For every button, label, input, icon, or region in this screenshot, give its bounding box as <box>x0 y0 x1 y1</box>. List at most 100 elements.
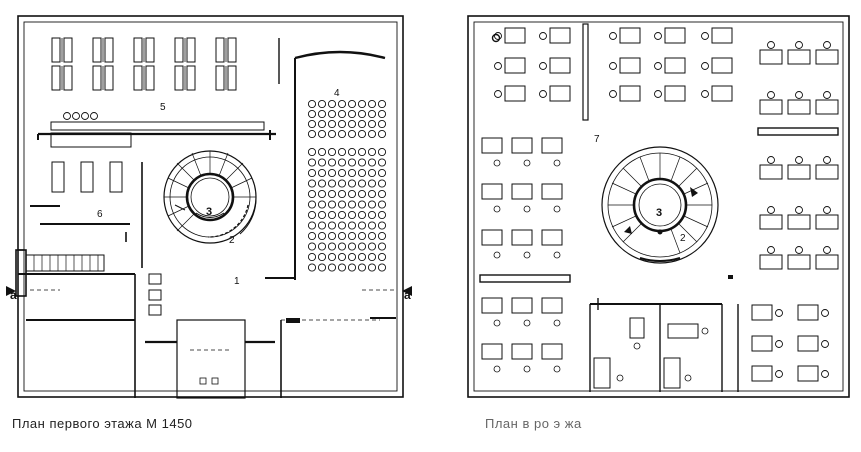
auditorium-seat <box>367 200 377 209</box>
auditorium-seat <box>307 231 317 241</box>
auditorium-seat <box>357 147 367 157</box>
auditorium-seat <box>357 109 367 119</box>
auditorium-seat <box>317 99 327 109</box>
auditorium-seat <box>377 119 387 129</box>
auditorium-seat <box>307 109 317 119</box>
auditorium-seat <box>367 179 377 188</box>
auditorium-seat <box>347 168 357 178</box>
auditorium-seat <box>317 242 327 251</box>
auditorium-seat <box>317 179 327 188</box>
auditorium-seat <box>377 221 387 230</box>
auditorium-seat <box>377 168 387 178</box>
auditorium-seat <box>307 210 317 220</box>
auditorium-seat <box>357 158 367 167</box>
auditorium-seat <box>317 189 327 199</box>
auditorium-seat <box>367 242 377 251</box>
auditorium-seat <box>367 231 377 241</box>
auditorium-seat <box>337 109 347 119</box>
auditorium-seat <box>377 210 387 220</box>
auditorium-seat <box>337 263 347 272</box>
auditorium-seat <box>357 221 367 230</box>
auditorium-seat <box>327 158 337 167</box>
auditorium-seat <box>337 168 347 178</box>
auditorium-seat <box>327 221 337 230</box>
auditorium-seat <box>327 179 337 188</box>
auditorium-seat <box>327 189 337 199</box>
label-workspace: 7 <box>594 134 600 145</box>
auditorium-seat <box>307 147 317 157</box>
auditorium-seat <box>377 99 387 109</box>
auditorium-seat <box>337 210 347 220</box>
auditorium-seat <box>327 263 337 272</box>
auditorium-seat <box>317 119 327 129</box>
auditorium-seat <box>367 221 377 230</box>
auditorium-seat <box>357 179 367 188</box>
auditorium-seat <box>357 252 367 262</box>
auditorium-seat <box>317 129 327 139</box>
auditorium-seat <box>367 158 377 167</box>
label-hall: 1 <box>234 276 240 287</box>
first-floor-spiral-stair <box>163 150 257 244</box>
second-floor-outer-wall <box>467 15 850 398</box>
auditorium-seat <box>307 189 317 199</box>
auditorium-seat <box>317 168 327 178</box>
auditorium-seat <box>327 210 337 220</box>
auditorium-seat <box>347 200 357 209</box>
auditorium-seat <box>357 99 367 109</box>
label-stair: 2 <box>229 235 235 246</box>
auditorium-seat <box>307 263 317 272</box>
reading-room-shelves <box>51 37 237 91</box>
auditorium-seat <box>337 179 347 188</box>
auditorium-seat <box>307 200 317 209</box>
auditorium-seat <box>367 99 377 109</box>
auditorium-seat <box>347 99 357 109</box>
auditorium-seat <box>317 158 327 167</box>
label-stair-2: 2 <box>680 233 686 244</box>
auditorium-seat <box>327 99 337 109</box>
auditorium-seat <box>367 263 377 272</box>
auditorium-seat <box>307 242 317 251</box>
auditorium-seat <box>377 263 387 272</box>
auditorium-seat <box>347 242 357 251</box>
auditorium-seat <box>317 210 327 220</box>
auditorium-seat <box>377 200 387 209</box>
auditorium-seat <box>377 129 387 139</box>
auditorium-seat <box>377 109 387 119</box>
auditorium-seat <box>317 221 327 230</box>
section-mark-right: а <box>404 288 411 302</box>
auditorium-seat <box>377 147 387 157</box>
second-floor-desks-right <box>759 41 839 270</box>
auditorium-seat <box>307 179 317 188</box>
auditorium-seat <box>377 189 387 199</box>
auditorium-seat <box>327 168 337 178</box>
auditorium-seat <box>357 231 367 241</box>
section-arrow-right <box>402 286 412 296</box>
auditorium-seat <box>347 210 357 220</box>
auditorium-seat <box>337 119 347 129</box>
auditorium-seat <box>367 147 377 157</box>
auditorium-seat <box>347 109 357 119</box>
auditorium-seat <box>317 263 327 272</box>
auditorium-seat <box>347 252 357 262</box>
auditorium-seat <box>347 129 357 139</box>
auditorium-seat <box>337 99 347 109</box>
auditorium-seat <box>317 109 327 119</box>
auditorium-seat <box>327 242 337 251</box>
auditorium-seat <box>337 231 347 241</box>
auditorium-seat <box>367 210 377 220</box>
auditorium-seat <box>347 158 357 167</box>
auditorium-seat <box>307 221 317 230</box>
auditorium-seat <box>377 252 387 262</box>
second-floor-caption: План в ро э жа <box>485 416 582 431</box>
second-floor-desks-top <box>494 27 733 102</box>
first-floor-caption: План первого этажа М 1450 <box>12 416 193 431</box>
auditorium-seat <box>357 242 367 251</box>
auditorium-seats <box>307 99 387 272</box>
auditorium-seat <box>337 221 347 230</box>
auditorium-seat <box>327 109 337 119</box>
auditorium-seat <box>347 263 357 272</box>
label-core-2: 3 <box>656 207 662 219</box>
auditorium-seat <box>327 147 337 157</box>
label-office: 6 <box>97 209 103 220</box>
auditorium-seat <box>307 252 317 262</box>
